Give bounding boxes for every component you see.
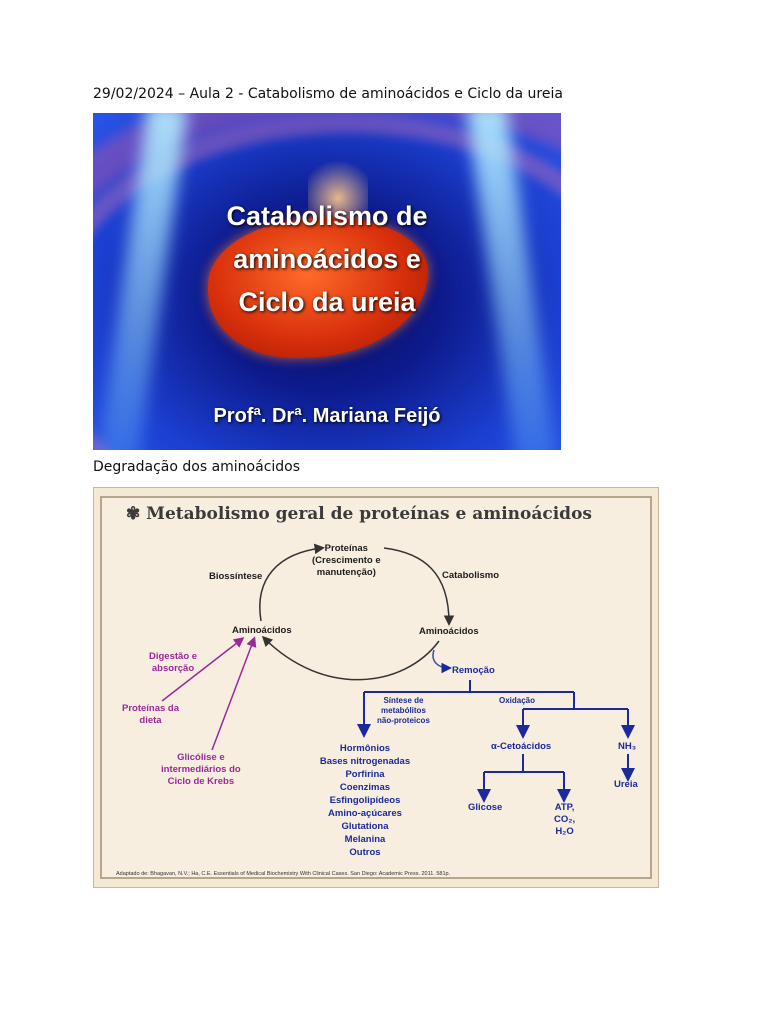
slide-frame [100,496,652,879]
product-item: Hormônios [339,743,391,754]
product-item: Porfirina [345,769,385,780]
node-amino-acids-right: Aminoácidos [419,626,479,637]
label-line: H₂O [555,826,574,837]
product-item: Amino-açúcares [328,808,402,819]
label-line: intermediários do [161,764,241,775]
title-slide-image: Catabolismo de aminoácidos e Ciclo da ur… [93,113,561,450]
node-removal: Remoção [452,665,495,676]
product-list: Hormônios Bases nitrogenadas Porfirina C… [306,742,424,859]
slide-title-line: aminoácidos e [233,244,421,274]
label-line: CO₂, [554,814,576,825]
label-line: Síntese de [383,696,424,705]
source-digestion: Digestão e absorção [149,651,197,675]
metabolism-diagram-slide: ✾ Metabolismo geral de proteínas e amino… [93,487,659,888]
label-synthesis: Síntese de metabólitos não-proteicos [377,696,430,726]
product-item: Esfingolipídeos [329,795,401,806]
label-line: Ciclo de Krebs [167,776,235,787]
document-heading-line: 29/02/2024 – Aula 2 - Catabolismo de ami… [93,86,563,102]
slide-author: Profª. Drª. Mariana Feijó [213,405,441,427]
label-line: Proteínas [324,543,368,554]
label-oxidation: Oxidação [499,696,536,705]
label-line: Digestão e [149,651,198,662]
product-item: Coenzimas [339,782,391,793]
node-urea: Ureia [614,779,638,790]
product-item: Melanina [344,834,386,845]
label-line: absorção [151,663,195,674]
slide-title-line: Ciclo da ureia [238,287,416,317]
node-proteins: Proteínas (Crescimento e manutenção) [312,543,381,579]
product-item: Glutationa [341,821,389,832]
label-biosynthesis: Biossíntese [209,571,263,582]
section-heading-line: Degradação dos aminoácidos [93,459,301,475]
label-line: Proteínas da [122,703,180,714]
diagram-arrows [161,543,635,803]
source-glycolysis: Glicólise e intermediários do Ciclo de K… [161,752,241,788]
source-diet-proteins: Proteínas da dieta [122,703,179,727]
slide-title: Catabolismo de aminoácidos e Ciclo da ur… [93,195,561,324]
slide-title-line: Catabolismo de [226,201,428,231]
diagram-title: ✾ Metabolismo geral de proteínas e amino… [126,504,592,524]
label-line: metabólitos [381,706,426,715]
node-amino-acids-left: Aminoácidos [232,625,292,636]
label-line: (Crescimento e [312,555,381,566]
citation: Adaptado de: Bhagavan, N.V.; Ha, C.E. Es… [116,871,451,877]
product-item: Outros [349,847,381,858]
node-glucose: Glicose [468,802,503,813]
label-line: Glicólise e [177,752,225,763]
product-item: Bases nitrogenadas [319,756,411,767]
label-catabolism: Catabolismo [442,570,500,581]
label-line: não-proteicos [377,716,430,725]
label-line: ATP, [554,802,575,813]
node-ketoacids: α-Cetoácidos [491,741,552,752]
label-line: manutenção) [316,567,376,578]
node-nh3: NH₃ [618,741,637,752]
label-line: dieta [139,715,162,726]
node-atp-co2-h2o: ATP, CO₂, H₂O [554,802,575,838]
